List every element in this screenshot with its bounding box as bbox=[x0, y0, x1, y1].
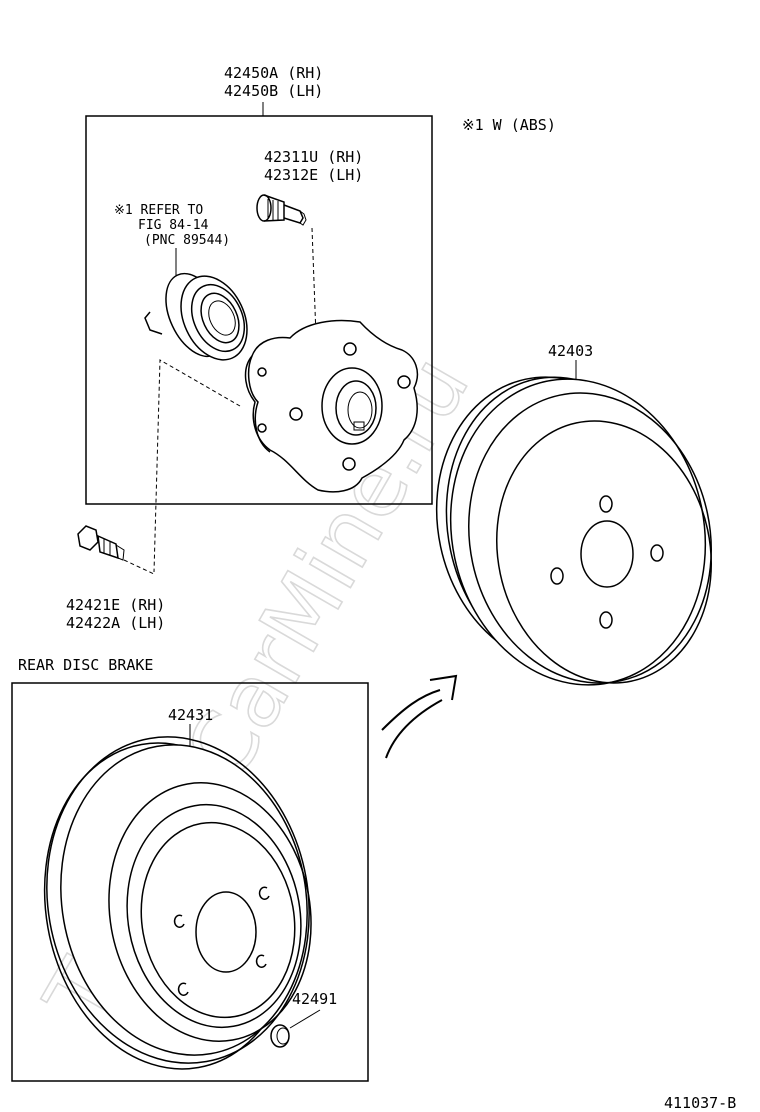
hub-bolt-label-rh: 42311U (RH) bbox=[264, 148, 363, 166]
plug-drawing bbox=[270, 1024, 290, 1048]
mount-bolt-dashed-leader bbox=[123, 559, 155, 575]
hub-assembly-box bbox=[85, 115, 433, 505]
disc-rotor-drawing bbox=[43, 736, 312, 1070]
disc-rotor-label: 42431 bbox=[168, 706, 213, 724]
abs-note: ※1 W (ABS) bbox=[462, 116, 556, 134]
hub-assembly-label-lh: 42450B (LH) bbox=[224, 82, 323, 100]
hub-flange-drawing bbox=[244, 319, 419, 493]
mount-bolt-label-lh: 42422A (LH) bbox=[66, 614, 165, 632]
hub-to-bolt-dashed-leader bbox=[153, 359, 241, 573]
sensor-ref-line2: FIG 84-14 bbox=[138, 218, 209, 233]
sensor-ref-line1: ※1 REFER TO bbox=[114, 203, 203, 218]
mount-bolt-label-rh: 42421E (RH) bbox=[66, 596, 165, 614]
plug-leader bbox=[289, 1009, 321, 1029]
disc-section-box bbox=[11, 682, 369, 1082]
hub-bolt-dashed-leader bbox=[311, 227, 317, 337]
disc-section-title: REAR DISC BRAKE bbox=[18, 656, 153, 674]
mount-bolt-drawing bbox=[77, 525, 125, 561]
hub-bolt-drawing bbox=[256, 194, 307, 226]
abs-sensor-ring-drawing bbox=[144, 272, 248, 361]
sensor-ref-line3: (PNC 89544) bbox=[144, 233, 230, 248]
hub-assembly-label-rh: 42450A (RH) bbox=[224, 64, 323, 82]
brake-drum-label: 42403 bbox=[548, 342, 593, 360]
plug-label: 42491 bbox=[292, 990, 337, 1008]
transition-arrow bbox=[381, 674, 458, 759]
brake-drum-drawing bbox=[435, 376, 713, 686]
hub-bolt-label-lh: 42312E (LH) bbox=[264, 166, 363, 184]
figure-id: 411037-B bbox=[664, 1094, 736, 1112]
